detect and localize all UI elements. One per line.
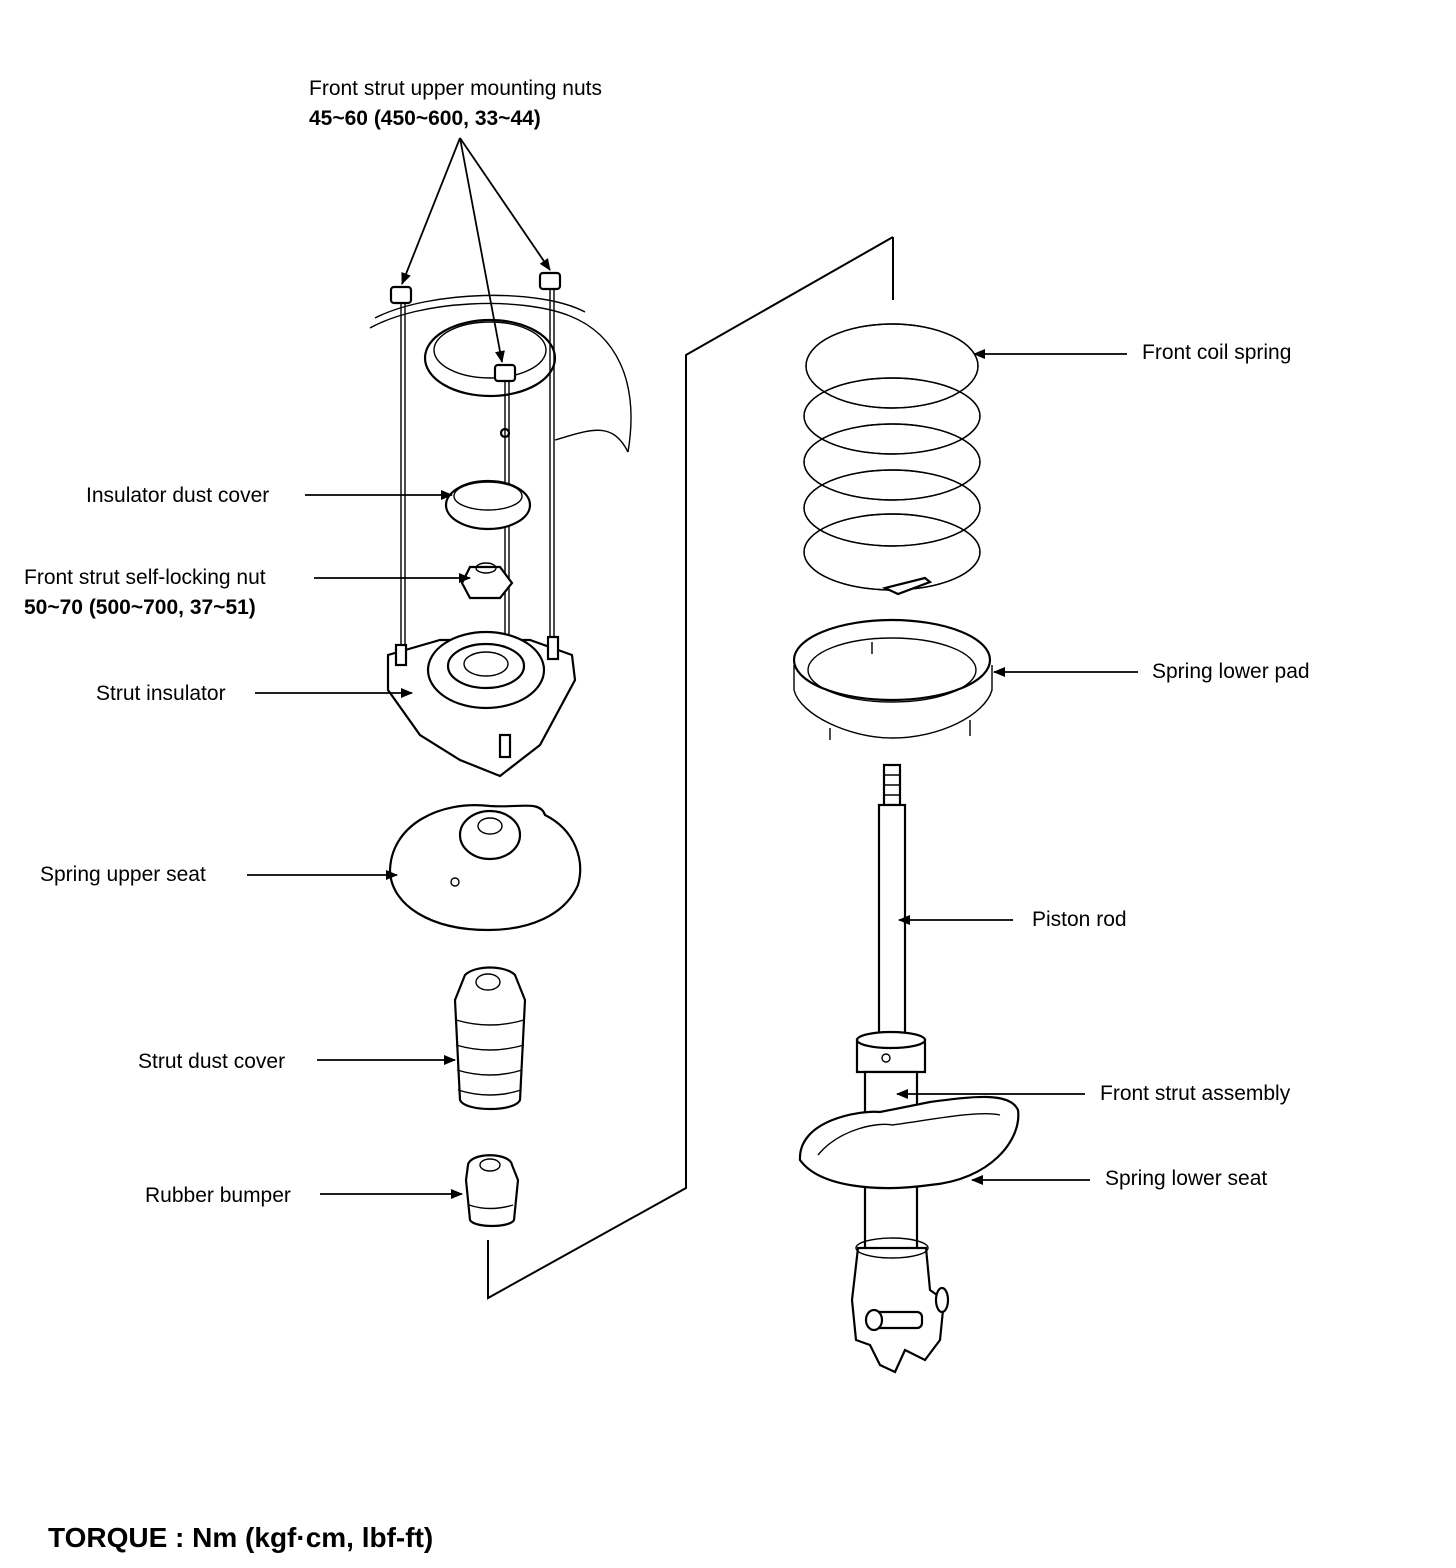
piston-rod-part	[877, 763, 907, 1042]
leader-arrows	[247, 137, 1138, 1199]
front-coil-spring-part	[803, 323, 981, 596]
spring-lower-seat-label: Spring lower seat	[1105, 1167, 1268, 1190]
spring-upper-seat-part	[388, 804, 582, 932]
self-locking-nut-torque: 50~70 (500~700, 37~51)	[24, 596, 256, 619]
front-coil-spring-label: Front coil spring	[1142, 341, 1292, 364]
upper-mounting-nuts	[389, 271, 562, 383]
insulator-dust-cover-part	[444, 479, 532, 531]
strut-insulator-part	[386, 630, 577, 778]
upper-mounting-nuts-torque: 45~60 (450~600, 33~44)	[309, 107, 541, 130]
rubber-bumper-label: Rubber bumper	[145, 1184, 291, 1207]
front-strut-assembly-label: Front strut assembly	[1100, 1082, 1291, 1105]
upper-mounting-nuts-label: Front strut upper mounting nuts	[309, 77, 602, 100]
assembly-frame-line	[487, 236, 894, 1300]
torque-units-legend: TORQUE : Nm (kgf·cm, lbf-ft)	[48, 1522, 434, 1553]
piston-rod-label: Piston rod	[1032, 908, 1127, 931]
spring-upper-seat-label: Spring upper seat	[40, 863, 206, 886]
insulator-dust-cover-label: Insulator dust cover	[86, 484, 270, 507]
spring-lower-pad-part	[792, 618, 993, 740]
self-locking-nut-label: Front strut self-locking nut	[24, 566, 266, 589]
strut-dust-cover-label: Strut dust cover	[138, 1050, 286, 1073]
rubber-bumper-part	[464, 1154, 520, 1228]
spring-lower-pad-label: Spring lower pad	[1152, 660, 1310, 683]
front-strut-assembly-part	[798, 1030, 1020, 1374]
strut-dust-cover-part	[453, 966, 527, 1110]
self-locking-nut-part	[460, 562, 514, 600]
strut-insulator-label: Strut insulator	[96, 682, 226, 705]
